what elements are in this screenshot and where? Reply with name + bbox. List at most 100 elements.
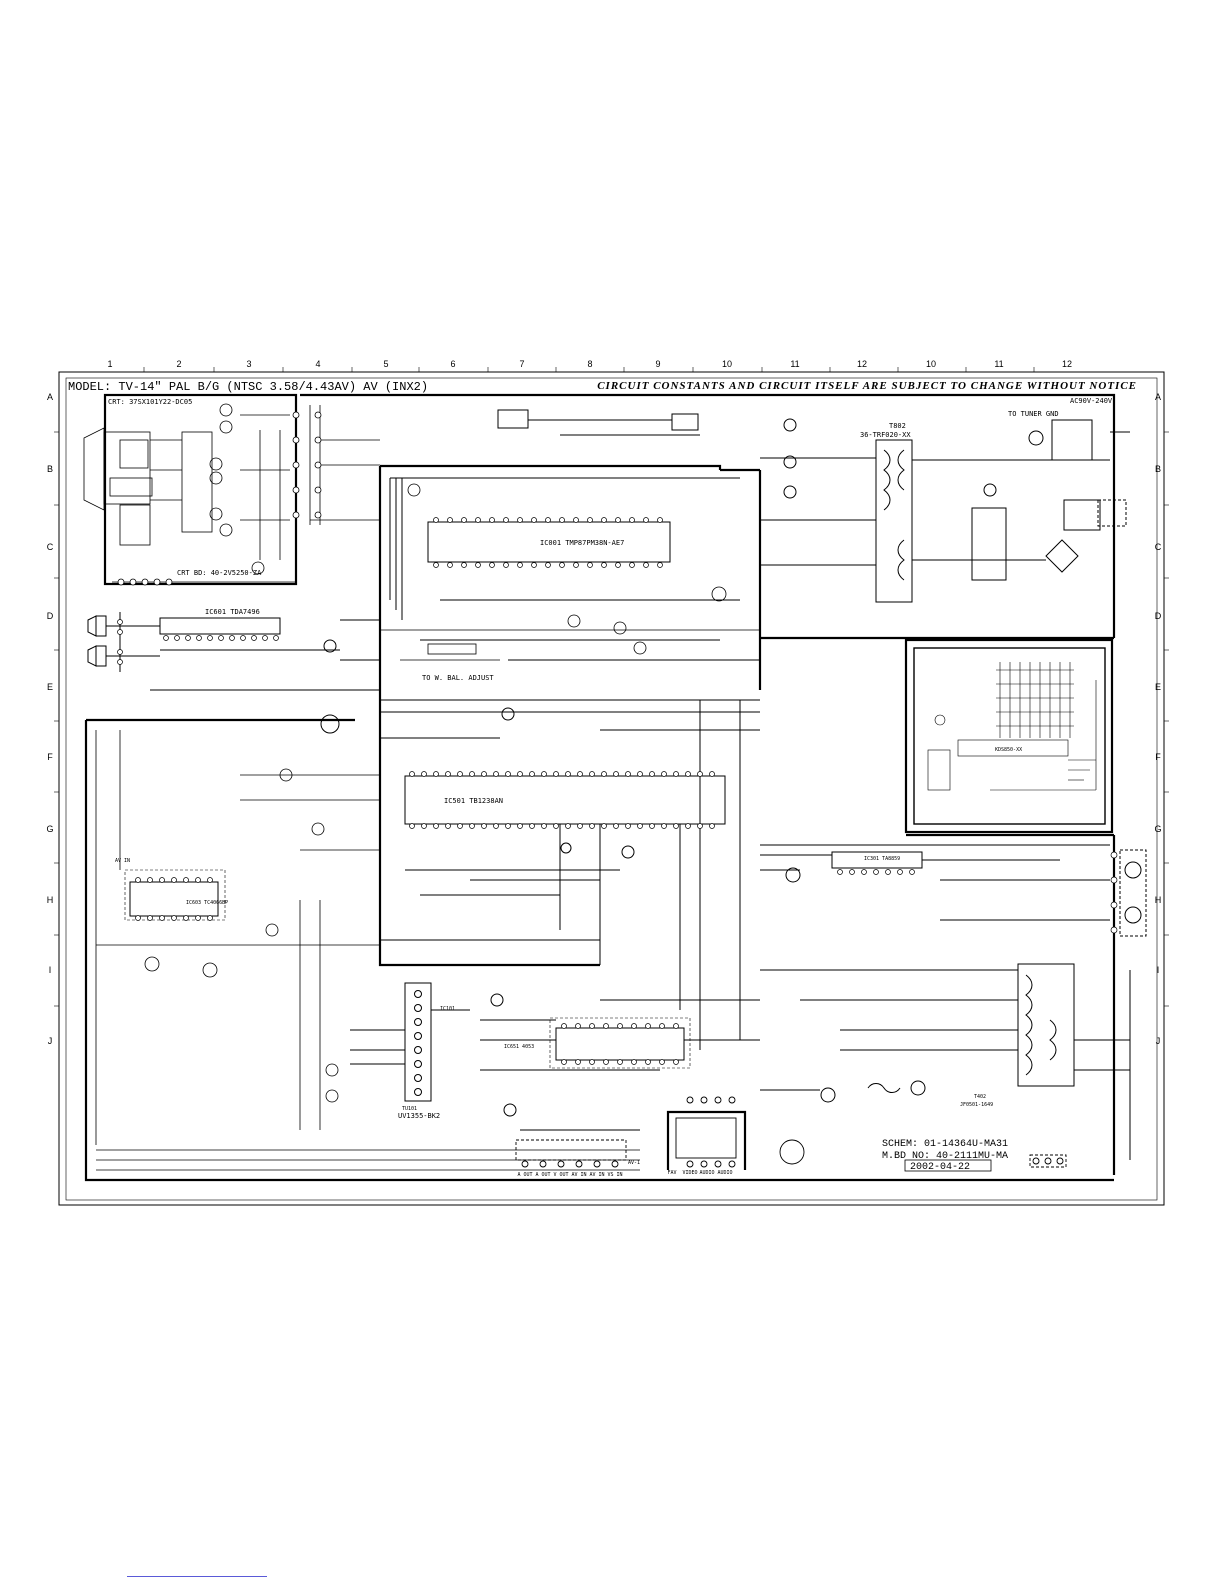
footer-link-underline[interactable] xyxy=(127,1576,267,1577)
row-label: H xyxy=(47,895,54,905)
av-front-jack-labels: FAV VIDEO AUDIO AUDIO xyxy=(667,1170,732,1176)
col-label: 6 xyxy=(450,359,455,369)
tuner-part-label: UV1355-BK2 xyxy=(398,1112,440,1120)
ic-micro xyxy=(389,409,760,661)
crt-connector-pins xyxy=(117,578,173,586)
ic-vert-label: IC301 TA8859 xyxy=(864,856,900,862)
fbt-part: JF0501-1649 xyxy=(960,1102,993,1108)
power-transformer-label: T802 xyxy=(889,422,906,430)
col-label: 5 xyxy=(383,359,388,369)
row-label: D xyxy=(1155,611,1162,621)
row-label: C xyxy=(47,542,54,552)
tuner-gnd-label: TO TUNER GND xyxy=(1008,410,1059,418)
power-supply xyxy=(760,418,1130,603)
mbd-number: M.BD NO: 40-2111MU-MA xyxy=(882,1151,1008,1162)
jack-label: AUDIO xyxy=(717,1170,732,1176)
av-rear-jacks xyxy=(515,1139,627,1168)
tuner-label: TU101 xyxy=(402,1106,417,1112)
row-label: E xyxy=(1155,682,1161,692)
jack-label: AV IN xyxy=(571,1172,586,1178)
jack-label: A OUT xyxy=(535,1172,550,1178)
row-label: B xyxy=(47,464,53,474)
ac-input-label: AC90V-240V xyxy=(1070,397,1113,405)
row-label: H xyxy=(1155,895,1162,905)
col-label: 4 xyxy=(315,359,320,369)
col-label: 8 xyxy=(587,359,592,369)
row-label: J xyxy=(1156,1036,1161,1046)
micro-transistors xyxy=(407,483,727,655)
tuner-block xyxy=(350,982,470,1102)
col-label: 10 xyxy=(926,359,936,369)
col-label: 10 xyxy=(722,359,732,369)
row-labels-right: A B C D E F G H I J xyxy=(1154,392,1161,1046)
col-label: 9 xyxy=(655,359,660,369)
tuner-reg-label: IC101 xyxy=(440,1006,455,1012)
fbt-label: T402 xyxy=(974,1094,986,1100)
inner-frame xyxy=(65,377,1158,1201)
row-label: E xyxy=(47,682,53,692)
jack-label: FAV xyxy=(667,1170,676,1176)
av-out-label: AV-1 xyxy=(628,1160,640,1166)
crt-board xyxy=(83,403,295,583)
row-label: D xyxy=(47,611,54,621)
jack-label: VIDEO xyxy=(682,1170,697,1176)
bottom-right-connector xyxy=(1029,1154,1067,1168)
jack-label: V OUT xyxy=(553,1172,568,1178)
ic-sound-pins xyxy=(135,877,213,921)
model-title: MODEL: TV-14" PAL B/G (NTSC 3.58/4.43AV)… xyxy=(68,380,428,394)
col-label: 11 xyxy=(790,359,799,369)
grid-ticks xyxy=(54,367,1169,1007)
jack-label: AUDIO xyxy=(699,1170,714,1176)
ic-vert xyxy=(760,844,1147,937)
row-label: C xyxy=(1155,542,1162,552)
ic-sound-label: IC603 TC4066BP xyxy=(186,900,228,906)
ic-av xyxy=(480,993,760,1131)
row-label: A xyxy=(47,392,53,402)
crt-tube-label: CRT: 37SX101Y22-DC05 xyxy=(108,398,192,406)
outer-frame xyxy=(58,371,1165,1206)
power-transformer-part: 36-TRF020-XX xyxy=(860,431,911,439)
row-label: B xyxy=(1155,464,1161,474)
crt-board-label: CRT BD: 40-2V5250-ZA xyxy=(177,569,262,577)
ic-vert-pins xyxy=(837,851,1118,934)
ic-main xyxy=(320,699,760,1050)
ic-main-label: IC501 TB1238AN xyxy=(444,797,503,805)
col-label: 1 xyxy=(107,359,112,369)
row-label: I xyxy=(49,965,52,975)
ic-micro-pins xyxy=(433,517,663,568)
av-in-label: AV IN xyxy=(115,858,130,864)
change-notice: CIRCUIT CONSTANTS AND CIRCUIT ITSELF ARE… xyxy=(597,380,1137,392)
row-label: I xyxy=(1157,965,1160,975)
ic-audio-pins xyxy=(117,619,279,665)
ic-micro-label: IC001 TMP87PM38N-AE7 xyxy=(540,539,624,547)
row-labels-left: A B C D E F G H I J xyxy=(46,392,53,1046)
col-label: 7 xyxy=(519,359,524,369)
ic-av-pins xyxy=(561,1023,679,1065)
jack-label: A OUT xyxy=(517,1172,532,1178)
jack-label: VS IN xyxy=(607,1172,622,1178)
ic-audio-label: IC601 TDA7496 xyxy=(205,608,260,616)
keyboard-ic-label: KDS850-XX xyxy=(995,747,1022,753)
row-label: A xyxy=(1155,392,1161,402)
date-box xyxy=(904,1159,992,1172)
jack-label: AV IN xyxy=(589,1172,604,1178)
schem-date: 2002-04-22 xyxy=(910,1162,970,1173)
col-label: 11 xyxy=(994,359,1003,369)
col-label: 3 xyxy=(246,359,251,369)
row-label: G xyxy=(1154,824,1161,834)
row-label: J xyxy=(48,1036,53,1046)
ic-av-label: IC651 4053 xyxy=(504,1044,534,1050)
av-front-jacks xyxy=(675,1096,805,1168)
row-label: G xyxy=(46,824,53,834)
left-transistors xyxy=(95,730,640,1171)
fbt-block xyxy=(760,963,1131,1160)
white-balance-connector xyxy=(380,629,760,661)
col-label: 2 xyxy=(176,359,181,369)
schem-number: SCHEM: 01-14364U-MA31 xyxy=(882,1139,1008,1150)
ic-main-pins xyxy=(409,771,715,829)
crt-bus-pins xyxy=(292,411,322,519)
col-label: 12 xyxy=(857,359,867,369)
column-labels: 1 2 3 4 5 6 7 8 9 10 11 12 10 11 12 xyxy=(107,359,1072,369)
white-balance-label: TO W. BAL. ADJUST xyxy=(422,674,494,682)
